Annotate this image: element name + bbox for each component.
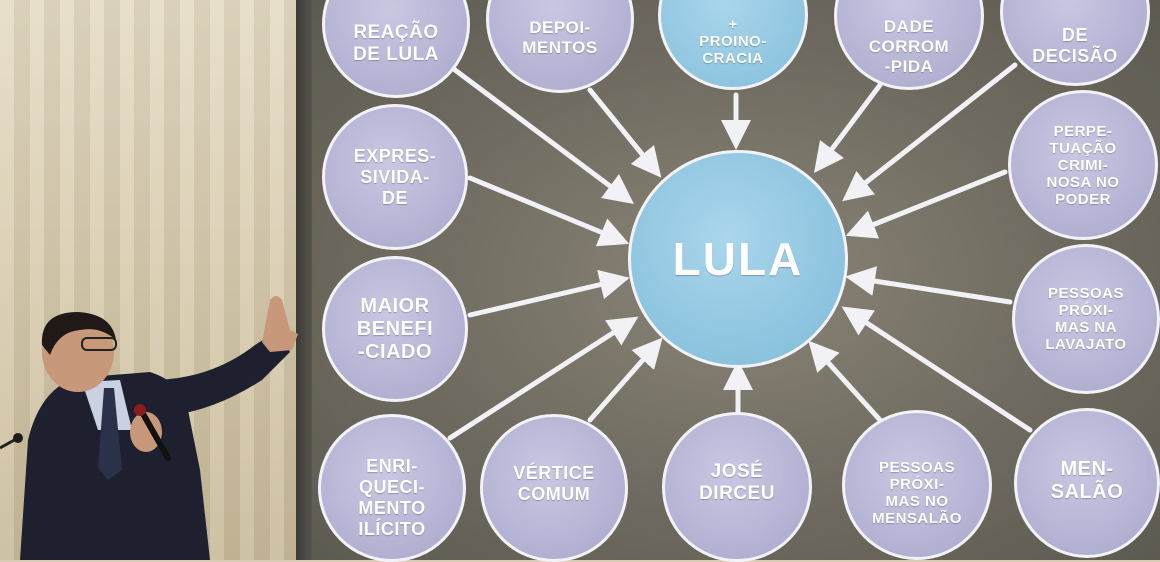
node-maior-beneficiado: MAIOR BENEFI -CIADO [322,256,468,402]
presenter-figure [0,296,298,560]
node-mensalao: MEN- SALÃO [1014,408,1160,558]
raised-hand [262,296,298,352]
arrow-decisao [842,62,1018,202]
arrow-pessoas-mensalao [808,340,883,423]
arrow-pessoas-lavajato [845,266,1013,305]
tie [98,388,122,480]
arrow-corrompida [814,82,883,173]
node-pessoas-lavajato: PESSOAS PRÓXI- MAS NA LAVAJATO [1012,244,1160,394]
hair [41,312,116,355]
screen-frame [296,0,316,560]
arrow-depoimentos [587,87,662,178]
arrow-mensalao [841,306,1033,433]
arrow-reacao [452,67,635,204]
arrow-vertice [587,337,663,423]
node-vertice-comum: VÉRTICE COMUM [480,414,628,562]
arrow-enriquecimento [447,316,639,441]
center-node-label: LULA [672,233,804,285]
arrow-maior-beneficiado [467,269,630,318]
node-perpetuacao: PERPE- TUAÇÃO CRIMI- NOSA NO PODER [1008,90,1158,240]
node-expressividade: EXPRES- SIVIDA- DE [322,104,468,250]
holding-hand [130,412,162,452]
mic-head [13,433,23,443]
node-enriquecimento-ilicito: ENRI- QUECI- MENTO ILÍCITO [318,414,466,562]
arrow-expressividade [467,175,630,247]
glasses [81,337,117,351]
node-pessoas-mensalao: PESSOAS PRÓXI- MAS NO MENSALÃO [842,410,992,560]
mic-tip [134,404,146,416]
node-jose-dirceu: JOSÉ DIRCEU [662,412,812,562]
arrow-perpetuacao [845,169,1008,239]
handheld-mic [139,409,171,461]
raised-arm [150,330,290,415]
center-node-lula: LULA [628,150,848,368]
